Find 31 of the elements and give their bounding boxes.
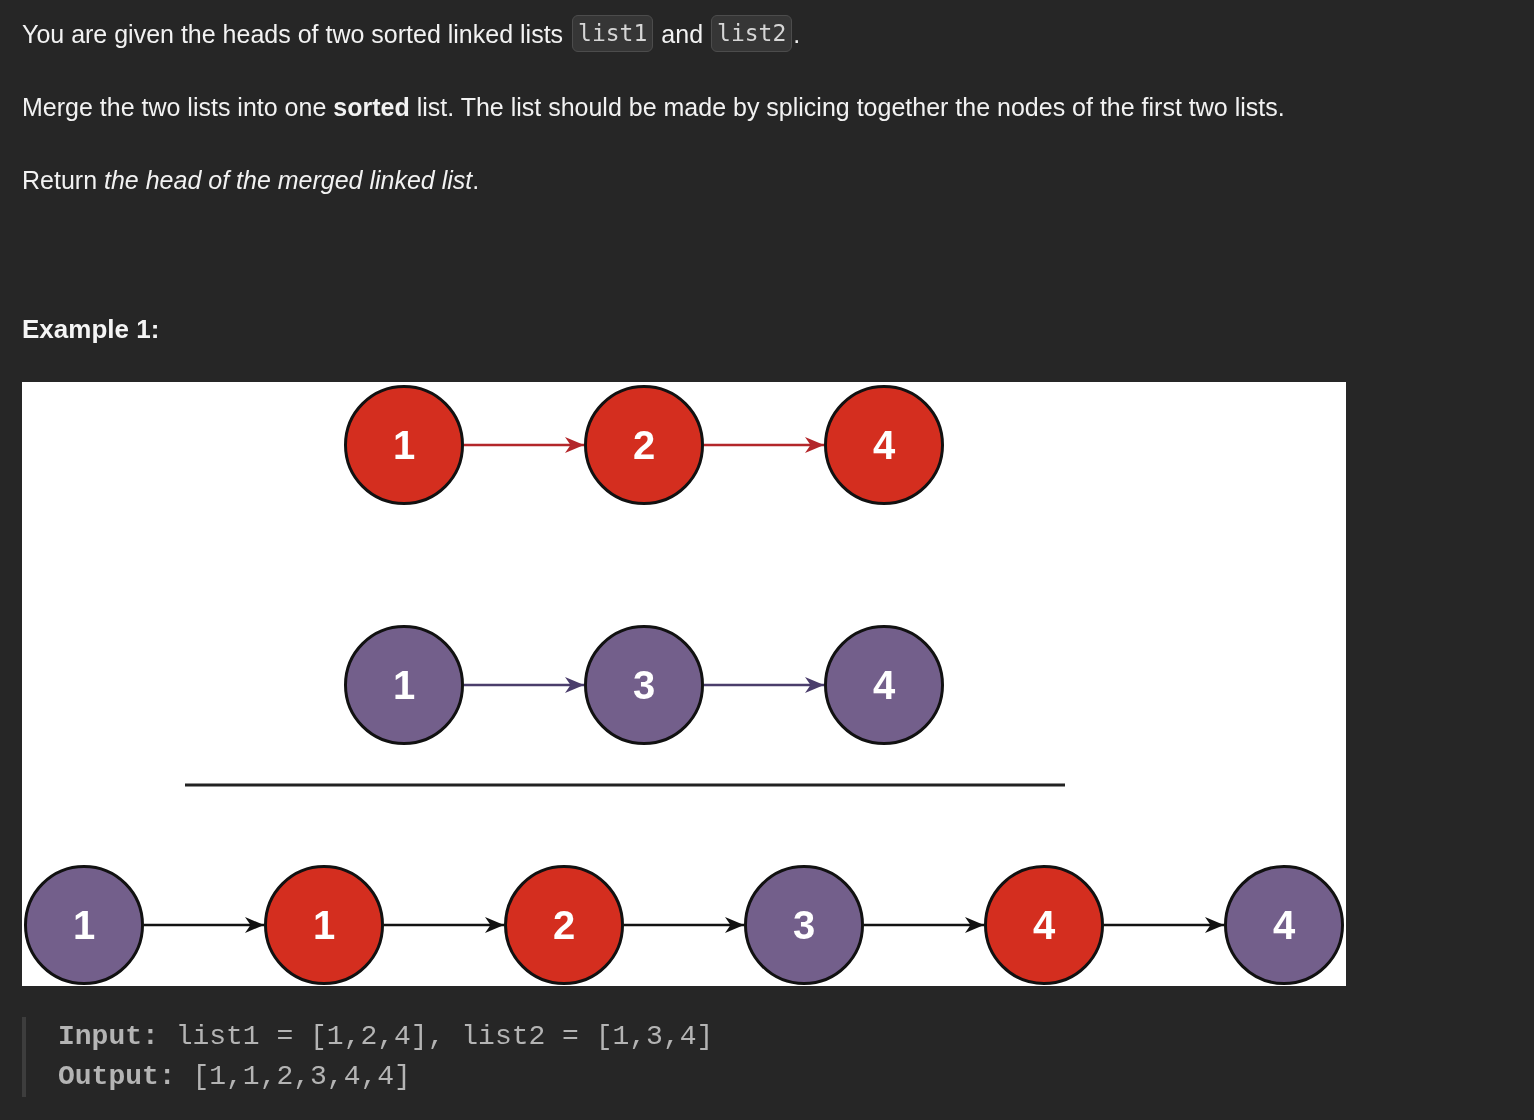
code-line: Input: list1 = [1,2,4], list2 = [1,3,4] <box>58 1020 714 1054</box>
arrow <box>464 677 584 693</box>
code-line: Output: [1,1,2,3,4,4] <box>58 1060 412 1094</box>
paragraph-text: . <box>793 18 801 50</box>
paragraph-text: Merge the two lists into one sorted list. The list should be made by splicing together the nodes of the first two lists. <box>22 92 1285 123</box>
node-value: 1 <box>72 903 96 947</box>
paragraph-text: and <box>661 18 704 50</box>
node-value: 2 <box>632 423 656 467</box>
node-value: 1 <box>392 663 416 707</box>
arrow <box>464 437 584 453</box>
node-value: 1 <box>312 903 336 947</box>
arrow <box>1104 917 1224 933</box>
node-value: 4 <box>872 423 896 467</box>
arrow <box>384 917 504 933</box>
node-value: 3 <box>792 903 816 947</box>
arrow <box>144 917 264 933</box>
node-value: 4 <box>1032 903 1056 947</box>
inline-code: list1 <box>572 15 654 52</box>
node-value: 2 <box>552 903 576 947</box>
node-value: 4 <box>872 663 896 707</box>
node-value: 3 <box>632 663 656 707</box>
inline-code: list2 <box>711 15 793 52</box>
node-value: 4 <box>1272 903 1296 947</box>
paragraph-text: Return the head of the merged linked list. <box>22 165 480 196</box>
arrow <box>864 917 984 933</box>
arrow <box>624 917 744 933</box>
arrow <box>704 437 824 453</box>
node-value: 1 <box>392 423 416 467</box>
arrow <box>704 677 824 693</box>
paragraph-text: You are given the heads of two sorted linked lists <box>22 18 564 50</box>
section-heading: Example 1: <box>22 313 160 346</box>
